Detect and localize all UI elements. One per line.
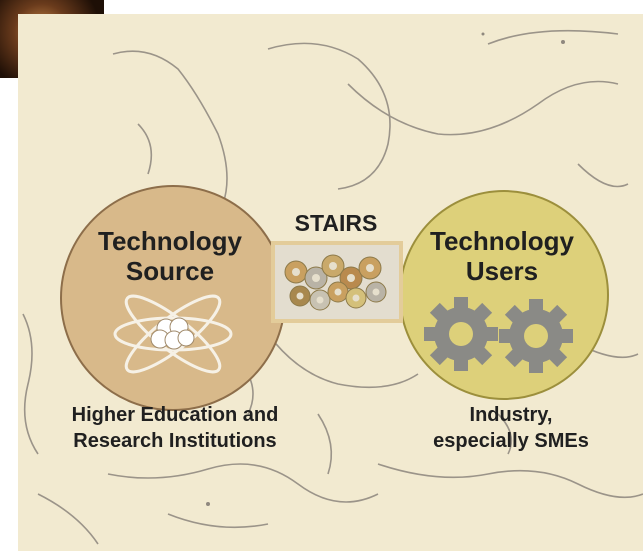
diagram-panel: Technology Source Technology Users — [18, 14, 643, 551]
gears-icon — [424, 297, 573, 373]
europe-map-outline — [22, 29, 643, 545]
users-caption-line1: Industry, — [469, 404, 553, 426]
users-caption-line2: especially SMEs — [433, 430, 589, 452]
stairs-title: STAIRS — [294, 210, 378, 236]
technology-source-title-line1: Technology — [98, 226, 242, 256]
atom-icon — [113, 294, 233, 374]
technology-users-circle — [399, 190, 609, 400]
source-caption-line1: Higher Education and — [71, 404, 279, 426]
technology-users-title-line1: Technology — [430, 226, 574, 256]
source-caption-line2: Research Institutions — [73, 430, 277, 452]
technology-source-circle — [60, 185, 286, 411]
technology-source-title-line2: Source — [125, 256, 215, 286]
gears-cluster-icon — [284, 254, 387, 311]
technology-users-title-line2: Users — [465, 256, 539, 286]
